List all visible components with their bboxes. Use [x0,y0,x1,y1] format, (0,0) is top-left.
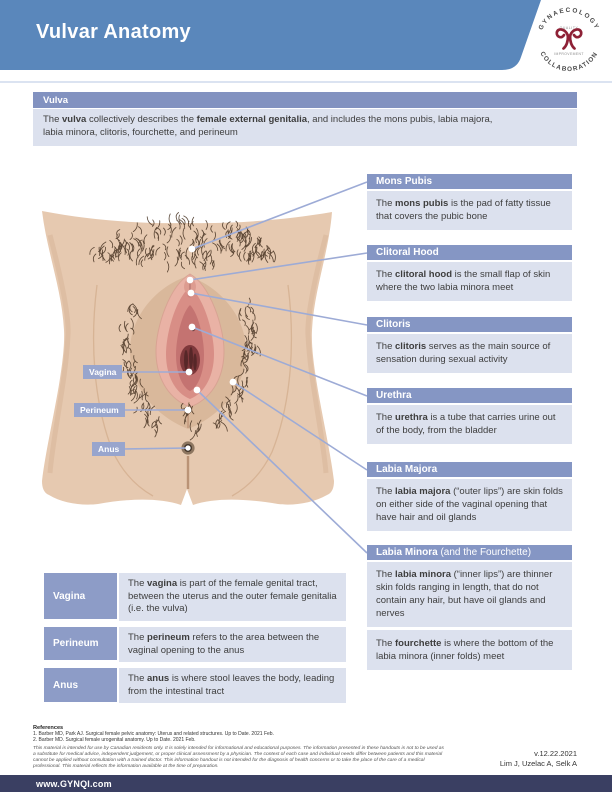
anus-inner-ring [184,444,192,452]
references-block: References 1. Barber MD, Park AJ. Surgic… [33,725,445,770]
logo-quality-text: QUALITY [560,26,579,30]
diagram-label-anus: Anus [92,442,126,456]
reference-item-2: 2. Barber MD. Surgical female urogenital… [33,737,196,743]
callout-labia-majora-text: The labia majora (“outer lips”) are skin… [367,478,572,531]
callout-urethra: Urethra The urethra is a tube that carri… [367,388,572,444]
vulva-intro-text: The vulva collectively describes the fem… [33,109,577,146]
callout-clitoris-text: The clitoris serves as the main source o… [367,333,572,373]
callout-clitoral-hood: Clitoral Hood The clitoral hood is the s… [367,245,572,301]
clitoris-glans [187,292,193,298]
callout-urethra-title: Urethra [367,388,572,403]
table-text-anus: The anus is where stool leaves the body,… [119,668,346,703]
version-number: v.12.22.2021 [534,749,577,758]
callout-labia-minora-text: The labia minora (“inner lips”) are thin… [367,561,572,627]
page-title: Vulvar Anatomy [36,21,191,43]
version-block: v.12.22.2021 Lim J, Uzelac A, Selk A [500,749,577,769]
callout-clitoris: Clitoris The clitoris serves as the main… [367,317,572,373]
table-label-vagina: Vagina [44,573,117,619]
header-band [0,0,541,70]
uterus-icon [555,28,583,50]
logo-improvement-text: IMPROVEMENT [554,52,584,56]
callout-clitoris-title: Clitoris [367,317,572,332]
callout-labia-majora-title: Labia Majora [367,462,572,477]
diagram-label-vagina: Vagina [83,365,123,379]
vulva-illustration [42,211,334,505]
diagram-label-perineum: Perineum [74,403,125,417]
authors: Lim J, Uzelac A, Selk A [499,758,577,768]
table-text-perineum: The perineum refers to the area between … [119,627,346,662]
callout-labia-minora: Labia Minora (and the Fourchette) The la… [367,545,572,627]
callout-urethra-text: The urethra is a tube that carries urine… [367,404,572,444]
header-separator [0,81,612,83]
table-label-perineum: Perineum [44,627,117,660]
references-heading: References [33,725,64,731]
website-url: www.GYNQI.com [36,779,112,789]
callout-labia-minora-title: Labia Minora (and the Fourchette) [367,545,572,560]
callout-mons-pubis-title: Mons Pubis [367,174,572,189]
vulva-intro-box: Vulva The vulva collectively describes t… [33,92,577,146]
urethral-opening [190,326,196,332]
footer-bar [0,775,612,792]
gynqi-logo: GYNAECOLOGY COLLABORATION QUALITY IMPROV… [532,2,606,76]
reference-item-1: 1. Barber MD, Park AJ. Surgical female p… [33,731,274,737]
callout-clitoral-hood-text: The clitoral hood is the small flap of s… [367,261,572,301]
callout-mons-pubis-text: The mons pubis is the pad of fatty tissu… [367,190,572,230]
table-text-vagina: The vagina is part of the female genital… [119,573,346,621]
vulva-intro-title: Vulva [33,92,577,108]
disclaimer-text: This material is intended for use by Can… [33,746,444,769]
callout-mons-pubis: Mons Pubis The mons pubis is the pad of … [367,174,572,230]
callout-clitoral-hood-title: Clitoral Hood [367,245,572,260]
callout-labia-majora: Labia Majora The labia majora (“outer li… [367,462,572,531]
table-label-anus: Anus [44,668,117,702]
fourchette-note: The fourchette is where the bottom of th… [367,630,572,670]
